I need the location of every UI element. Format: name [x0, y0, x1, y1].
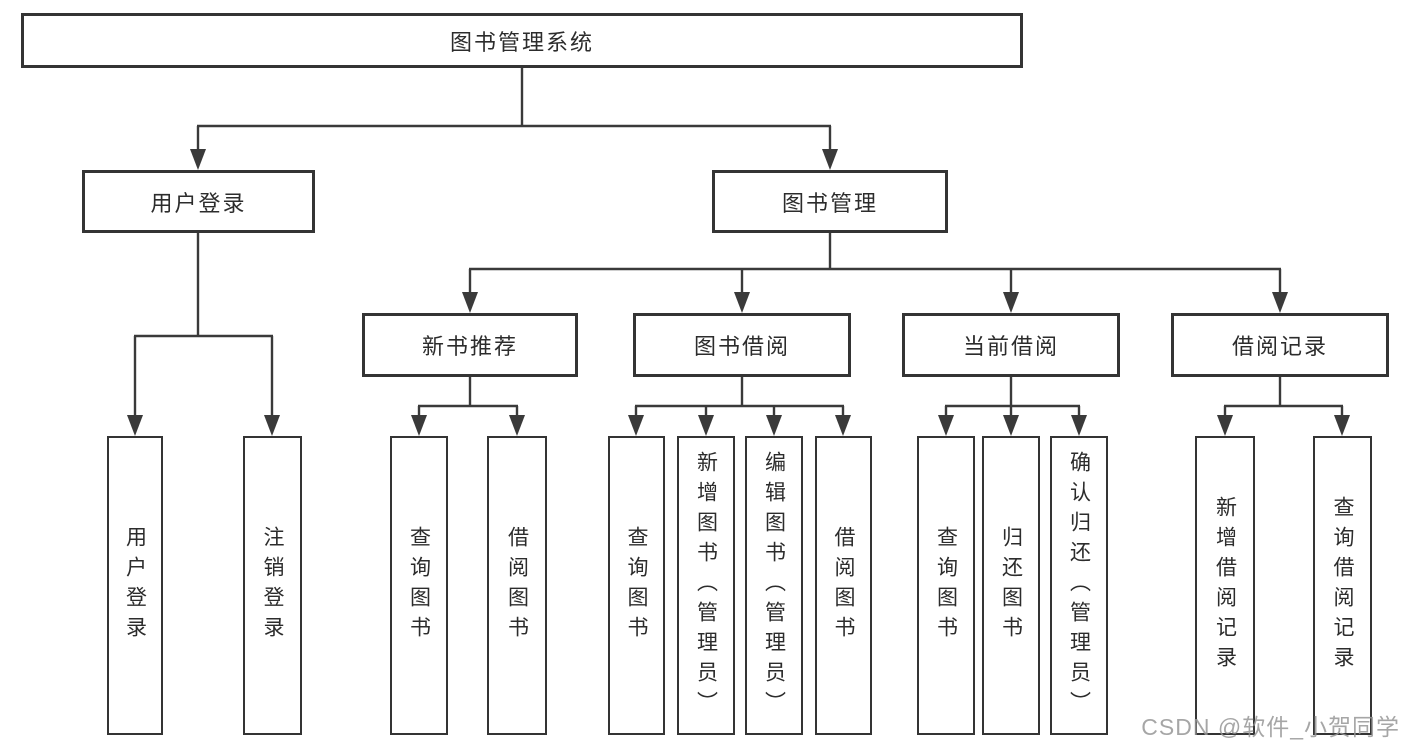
- leaf-user-login: 用户登录: [107, 436, 163, 735]
- leaf-logout: 注销登录: [243, 436, 302, 735]
- connector-root-to-level2: [190, 67, 838, 170]
- node-book-borrow-label: 图书借阅: [693, 334, 790, 359]
- leaf-logout-label: 注销登录: [261, 525, 284, 646]
- leaf-add-borrow-record: 新增借阅记录: [1195, 436, 1255, 735]
- leaf-newrec-borrow-books-label: 借阅图书: [505, 525, 529, 646]
- leaf-confirm-return-admin-label: 确认归还（管理员）: [1067, 450, 1091, 721]
- node-book-management-label: 图书管理: [781, 190, 878, 216]
- leaf-add-books-admin-label: 新增图书（管理员）: [694, 450, 718, 721]
- leaf-current-query-books-label: 查询图书: [934, 525, 958, 646]
- node-user-login-label: 用户登录: [150, 190, 247, 216]
- leaf-add-books-admin: 新增图书（管理员）: [677, 436, 735, 735]
- node-new-book-recommend: 新书推荐: [362, 313, 578, 377]
- leaf-edit-books-admin: 编辑图书（管理员）: [745, 436, 803, 735]
- leaf-current-query-books: 查询图书: [917, 436, 975, 735]
- leaf-user-login-label: 用户登录: [123, 525, 147, 646]
- node-user-login: 用户登录: [82, 170, 315, 233]
- leaf-confirm-return-admin: 确认归还（管理员）: [1050, 436, 1108, 735]
- leaf-query-borrow-record-label: 查询借阅记录: [1331, 495, 1354, 676]
- node-new-book-recommend-label: 新书推荐: [421, 334, 518, 359]
- leaf-borrow-borrow-books: 借阅图书: [815, 436, 872, 735]
- leaf-borrow-query-books: 查询图书: [608, 436, 665, 735]
- connector-newrec-to-leaves: [411, 376, 525, 436]
- leaf-newrec-query-books: 查询图书: [390, 436, 448, 735]
- leaf-add-borrow-record-label: 新增借阅记录: [1213, 495, 1237, 676]
- node-book-management: 图书管理: [712, 170, 948, 233]
- node-borrow-records-label: 借阅记录: [1231, 334, 1328, 359]
- leaf-newrec-borrow-books: 借阅图书: [487, 436, 547, 735]
- node-root-library-system: 图书管理系统: [21, 13, 1023, 68]
- leaf-query-borrow-record: 查询借阅记录: [1313, 436, 1372, 735]
- node-root-label: 图书管理系统: [449, 29, 594, 55]
- connector-bookmgmt-to-level3: [462, 232, 1288, 313]
- leaf-newrec-query-books-label: 查询图书: [407, 525, 431, 646]
- connector-records-to-leaves: [1217, 376, 1350, 436]
- connector-borrow-to-leaves: [628, 376, 851, 436]
- node-borrow-records: 借阅记录: [1171, 313, 1389, 377]
- node-current-borrow-label: 当前借阅: [962, 334, 1059, 359]
- leaf-return-books-label: 归还图书: [999, 525, 1023, 646]
- connector-userlogin-to-leaves: [127, 232, 280, 436]
- node-book-borrow: 图书借阅: [633, 313, 851, 377]
- csdn-watermark: CSDN @软件_小贺同学: [1141, 714, 1400, 740]
- connector-current-to-leaves: [938, 376, 1087, 436]
- leaf-edit-books-admin-label: 编辑图书（管理员）: [762, 450, 786, 721]
- leaf-borrow-query-books-label: 查询图书: [625, 525, 648, 646]
- leaf-borrow-borrow-books-label: 借阅图书: [832, 525, 855, 646]
- leaf-return-books: 归还图书: [982, 436, 1040, 735]
- node-current-borrow: 当前借阅: [902, 313, 1120, 377]
